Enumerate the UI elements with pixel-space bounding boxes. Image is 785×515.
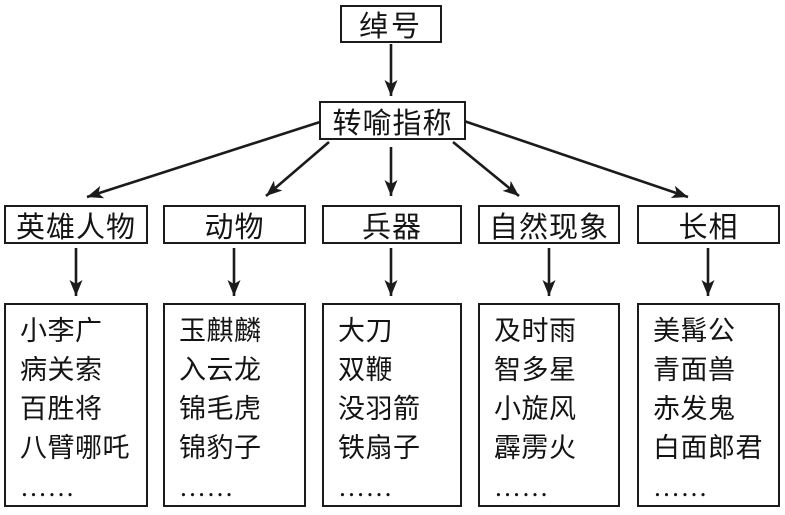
example-list-weapons: 大刀 双鞭 没羽箭 铁扇子 …… [322, 303, 462, 507]
list-item: 及时雨 [494, 316, 577, 346]
ellipsis-item: …… [179, 472, 234, 502]
category-node-animals: 动物 [163, 205, 306, 244]
arrow-level2-to-appearance [463, 119, 689, 199]
list-item: 双鞭 [338, 355, 393, 385]
list-item: 铁扇子 [338, 433, 421, 463]
example-list-hero-figures: 小李广 病关索 百胜将 八臂哪吒 …… [4, 303, 148, 507]
list-item: 白面郎君 [653, 433, 763, 463]
ellipsis-item: …… [494, 472, 549, 502]
ellipsis-item: …… [338, 472, 393, 502]
example-list-animals: 玉麒麟 入云龙 锦毛虎 锦豹子 …… [163, 303, 306, 507]
arrow-level2-to-hero-figures [86, 120, 321, 199]
category-node-hero-figures: 英雄人物 [4, 205, 148, 244]
list-item: 八臂哪吒 [20, 433, 130, 463]
root-node-nickname: 绰号 [340, 5, 442, 43]
list-item: 小李广 [20, 316, 103, 346]
list-item: 玉麒麟 [179, 316, 262, 346]
ellipsis-item: …… [653, 472, 708, 502]
list-item: 小旋风 [494, 394, 577, 424]
list-item: 霹雳火 [494, 433, 577, 463]
list-item: 没羽箭 [338, 394, 421, 424]
category-node-natural-phenomena: 自然现象 [478, 205, 620, 244]
level2-node-metonymic-reference: 转喻指称 [319, 101, 466, 140]
list-item: 百胜将 [20, 394, 103, 424]
category-node-appearance: 长相 [637, 205, 780, 244]
list-item: 入云龙 [179, 355, 262, 385]
list-item: 病关索 [20, 355, 103, 385]
list-item: 锦毛虎 [179, 394, 262, 424]
list-item: 大刀 [338, 316, 393, 346]
example-list-appearance: 美髯公 青面兽 赤发鬼 白面郎君 …… [637, 303, 780, 507]
list-item: 锦豹子 [179, 433, 262, 463]
arrow-level2-to-natural-phenomena [452, 140, 520, 198]
list-item: 青面兽 [653, 355, 736, 385]
category-node-weapons: 兵器 [322, 205, 462, 244]
list-item: 美髯公 [653, 316, 736, 346]
ellipsis-item: …… [20, 472, 75, 502]
arrow-level2-to-animals [265, 141, 330, 197]
list-item: 赤发鬼 [653, 394, 736, 424]
example-list-natural-phenomena: 及时雨 智多星 小旋风 霹雳火 …… [478, 303, 620, 507]
list-item: 智多星 [494, 355, 577, 385]
